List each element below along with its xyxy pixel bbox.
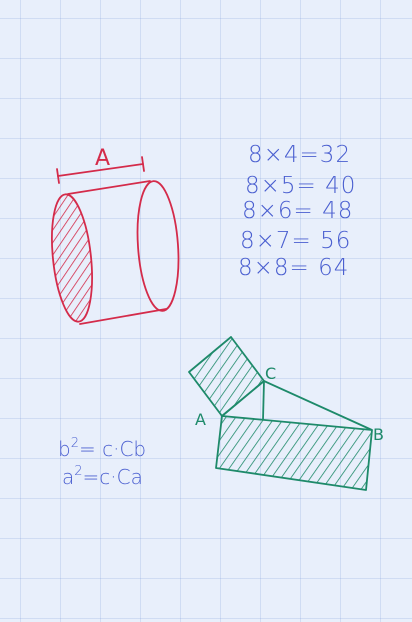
triangle-altitude [262,380,265,421]
multiplication-row: 8×7= 56 [240,228,351,254]
cylinder-label: A [95,146,110,171]
vertex-label-b: B [373,425,384,444]
cylinder-top-edge [67,180,151,195]
multiplication-table: 8×4=32 8×5= 40 8×6= 48 8×7= 56 8×8= 64 [238,142,356,281]
cylinder-front-face [51,193,93,323]
formula-line-2: a2=c·Ca [62,464,143,489]
cylinder-drawing [51,156,180,325]
triangle-diagram [188,336,373,491]
multiplication-row: 8×6= 48 [242,198,353,224]
cylinder-bottom-edge [79,308,167,325]
vertex-label-a: A [195,410,206,429]
multiplication-row: 8×5= 40 [245,173,356,199]
formula-line-1: b2= c·Cb [58,436,146,461]
small-square [188,336,265,417]
cylinder-dimension-tick-left [56,168,60,184]
multiplication-row: 8×8= 64 [238,255,349,281]
cylinder-back-ellipse [136,180,180,312]
cylinder-dimension-line [57,163,144,177]
multiplication-row: 8×4=32 [248,142,351,168]
cylinder-dimension-tick-right [141,156,145,172]
formula-block: b2= c·Cb a2=c·Ca [58,436,146,489]
large-square [215,415,373,491]
vertex-label-c: C [265,364,276,383]
